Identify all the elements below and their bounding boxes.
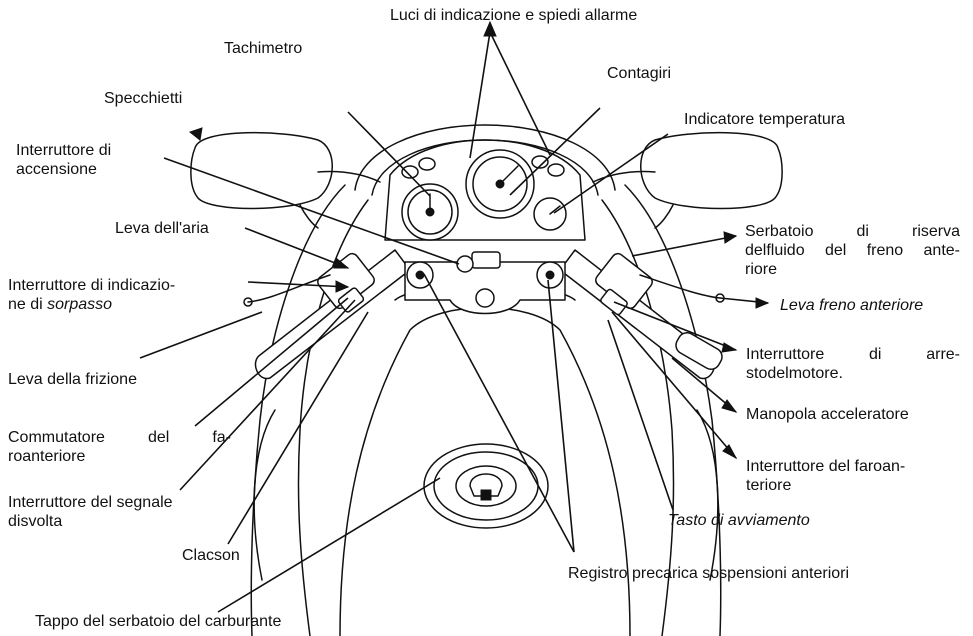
label-manopola-acceleratore: Manopola acceleratore [746, 405, 909, 424]
label-serbatoio-riserva-line1: Serbatoio di riserva [745, 222, 960, 241]
label-contagiri: Contagiri [607, 64, 671, 83]
label-indicatore-temperatura: Indicatore temperatura [684, 110, 845, 129]
label-serbatoio-riserva-line3: riore [745, 260, 777, 279]
label-specchietti: Specchietti [104, 89, 182, 108]
label-tachimetro: Tachimetro [224, 39, 302, 58]
label-tasto-avviamento: Tasto di avviamento [668, 511, 810, 530]
left-handlebar [244, 250, 410, 379]
label-svolta-line1: Interruttore del segnale [8, 493, 173, 512]
label-leva-freno: Leva freno anteriore [780, 296, 923, 315]
right-handlebar [560, 250, 725, 379]
label-registro-precarica: Registro precarica sospensioni anteriori [568, 564, 849, 583]
left-mirror [191, 133, 380, 228]
label-leva-frizione: Leva della frizione [8, 370, 137, 389]
leader-luci-right [490, 32, 550, 155]
label-commutatore-line1: Commutatore del fa- [8, 428, 231, 447]
label-arresto-motore-line2: stodelmotore. [746, 364, 843, 383]
label-serbatoio-riserva-line2: delfluido del freno ante- [745, 241, 960, 260]
leader-svolta [180, 300, 355, 490]
leader-luci-left [470, 32, 490, 158]
label-commutatore-line2: roanteriore [8, 447, 85, 466]
label-sorpasso-line2: ne di sorpasso [8, 295, 112, 314]
leader-serbatoio-riserva [632, 236, 736, 256]
instrument-cluster [385, 140, 585, 240]
label-sorpasso-line2-b: sorpasso [47, 296, 112, 313]
label-svolta-line2: disvolta [8, 512, 62, 531]
label-sorpasso-line2-a: ne di [8, 296, 47, 313]
label-interruttore-accensione-line1: Interruttore di [16, 141, 111, 160]
label-sorpasso-line1: Interruttore di indicazio- [8, 276, 175, 295]
leader-commutatore [195, 298, 348, 426]
label-leva-aria: Leva dell'aria [115, 219, 209, 238]
label-arresto-motore-line1: Interruttore di arre- [746, 345, 960, 364]
right-mirror [593, 133, 782, 228]
label-luci: Luci di indicazione e spiedi allarme [390, 6, 637, 25]
label-interruttore-accensione-line2: accensione [16, 160, 97, 179]
leader-leva-aria [245, 228, 348, 268]
leader-contagiri [510, 108, 600, 195]
label-faro-dx-line1: Interruttore del faroan- [746, 457, 905, 476]
fuel-cap [424, 444, 548, 528]
label-tappo-serbatoio: Tappo del serbatoio del carburante [35, 612, 281, 631]
leader-frizione [140, 312, 262, 358]
label-clacson: Clacson [182, 546, 240, 565]
label-faro-dx-line2: teriore [746, 476, 791, 495]
